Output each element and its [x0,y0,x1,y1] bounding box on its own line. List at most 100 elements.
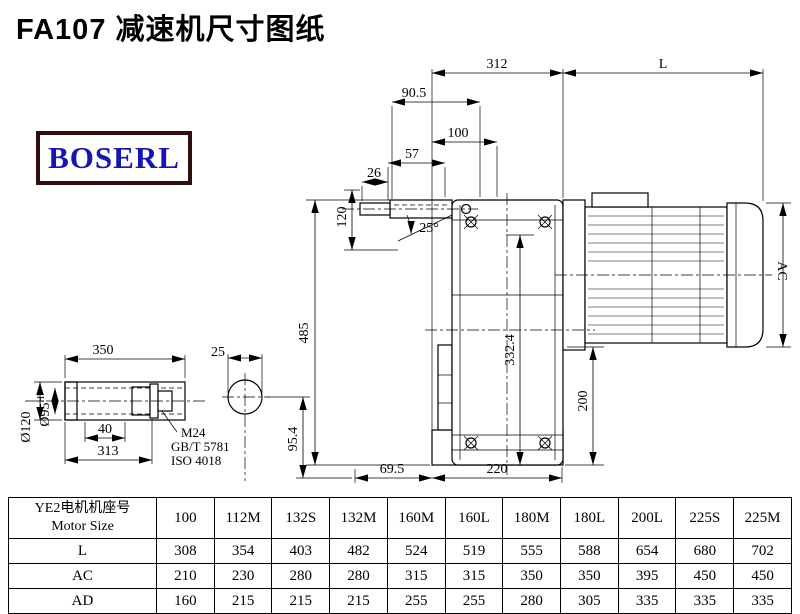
value-cell: 230 [213,563,273,589]
value-cell: 450 [675,563,735,589]
col-header: 180L [560,497,619,539]
row-label: AD [8,588,157,614]
dim-120-label: 120 [335,207,350,228]
value-cell: 524 [386,538,446,564]
dim-90-5: 90.5 [391,86,481,199]
dim-40: 40 [84,422,126,442]
col-header: 132S [271,497,331,539]
dim-L: L [563,57,764,201]
col-header: 160M [386,497,446,539]
value-cell: 210 [156,563,215,589]
dim-dia95: Ø95H7 [36,388,59,427]
gearbox-outline [431,199,564,466]
dim-dia120: Ø120 [19,381,62,443]
note-iso4018: ISO 4018 [171,453,221,468]
dim-120: 120 [335,189,398,251]
col-header: 132M [329,497,388,539]
dim-200-label: 200 [576,391,591,412]
dim-485-label: 485 [297,323,312,344]
page-title: FA107 减速机尺寸图纸 [16,14,326,46]
value-cell: 280 [271,563,331,589]
value-cell: 395 [617,563,677,589]
col-header: 225M [733,497,792,539]
table-row-L: L 308 354 403 482 524 519 555 588 654 68… [8,538,792,564]
dim-350: 350 [64,343,186,378]
motor-size-header-en: Motor Size [51,519,114,534]
col-header: 180M [502,497,562,539]
value-cell: 450 [733,563,792,589]
col-header: 100 [156,497,215,539]
dim-69-5: 69.5 [354,462,432,483]
row-label: AC [8,563,157,589]
table-row-AC: AC 210 230 280 280 315 315 350 350 395 4… [8,563,792,589]
dim-313-label: 313 [98,444,119,459]
value-cell: 482 [329,538,388,564]
value-cell: 680 [675,538,735,564]
col-header: 225S [675,497,735,539]
note-m24: M24 [181,425,206,440]
dim-25-label: 25 [211,345,225,360]
dim-40-label: 40 [98,422,112,437]
dim-100-label: 100 [448,126,469,141]
value-cell: 215 [329,588,388,614]
value-cell: 354 [213,538,273,564]
value-cell: 215 [213,588,273,614]
dim-100: 100 [432,126,498,197]
value-cell: 280 [329,563,388,589]
col-header: 112M [213,497,273,539]
dim-95-4-label: 95.4 [286,427,301,452]
value-cell: 519 [444,538,504,564]
value-cell: 255 [444,588,504,614]
dim-95-4: 95.4 [268,396,352,479]
value-cell: 350 [502,563,562,589]
dim-L-label: L [659,57,668,72]
dim-350-label: 350 [93,343,114,358]
bolt-note: M24 GB/T 5781 ISO 4018 [171,425,230,468]
value-cell: 350 [560,563,619,589]
dim-25: 25 [211,345,263,393]
dim-332-4-label: 332.4 [503,334,518,366]
value-cell: 403 [271,538,331,564]
value-cell: 308 [156,538,215,564]
dim-312: 312 [431,57,564,430]
centerlines [25,193,772,481]
size-table: YE2电机机座号 Motor Size 100 112M 132S 132M 1… [8,497,792,614]
dim-dia120-label: Ø120 [19,411,34,442]
brand-logo-text: BOSERL [48,140,180,175]
value-cell: 215 [271,588,331,614]
value-cell: 654 [617,538,677,564]
dim-dia95-value: Ø95 [38,402,53,426]
dim-dia95-tolerance: H7 [36,391,46,402]
row-label: L [8,538,157,564]
dim-332-4: 332.4 [503,234,534,465]
value-cell: 315 [444,563,504,589]
motor-outline [562,192,764,351]
value-cell: 335 [675,588,735,614]
value-cell: 305 [560,588,619,614]
dim-90-5-label: 90.5 [402,86,427,101]
dim-25deg-label: 25° [419,221,439,236]
terminal-box [591,192,649,208]
dim-AC: AC [766,202,791,348]
dim-AC-label: AC [774,261,789,280]
value-cell: 555 [502,538,562,564]
dim-69-5-label: 69.5 [380,462,405,477]
value-cell: 335 [733,588,792,614]
dim-57: 57 [387,147,446,200]
dim-313: 313 [64,419,153,464]
value-cell: 702 [733,538,792,564]
col-header: 200L [617,497,677,539]
dim-26-label: 26 [367,166,381,181]
dim-57-label: 57 [405,147,419,162]
brand-logo: BOSERL [36,131,192,185]
value-cell: 335 [617,588,677,614]
table-header-row: YE2电机机座号 Motor Size 100 112M 132S 132M 1… [8,497,792,539]
table-row-AD: AD 160 215 215 215 255 255 280 305 335 3… [8,588,792,614]
value-cell: 315 [386,563,446,589]
dim-200: 200 [565,346,604,466]
value-cell: 255 [386,588,446,614]
dim-26: 26 [361,166,388,201]
dim-dia95-label: Ø95H7 [36,391,53,427]
technical-drawing: 25° [19,57,791,483]
value-cell: 280 [502,588,562,614]
